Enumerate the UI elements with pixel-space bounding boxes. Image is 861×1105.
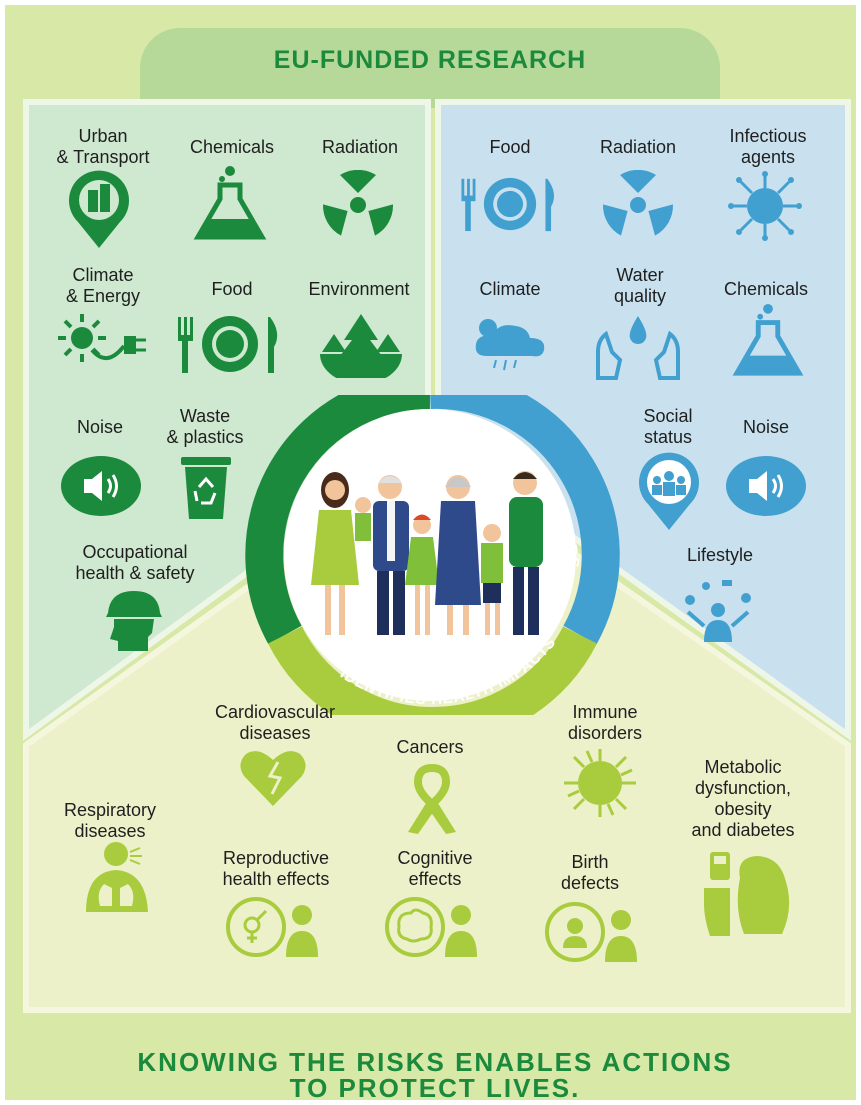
cancers-label: Cancers bbox=[396, 737, 464, 757]
water-quality-line1: Water bbox=[616, 265, 664, 285]
food-left-label: Food bbox=[211, 279, 253, 299]
birth-defects-line2: defects bbox=[560, 873, 620, 893]
social-status-line2: status bbox=[643, 427, 693, 447]
infectious-label: Infectious agents bbox=[708, 126, 828, 168]
respiratory-label: Respiratory diseases bbox=[50, 800, 170, 842]
radiation-left-label: Radiation bbox=[321, 137, 399, 157]
reproductive-line1: Reproductive bbox=[222, 848, 330, 868]
infectious-line1: Infectious bbox=[729, 126, 807, 146]
plate-cutlery-icon bbox=[178, 316, 278, 373]
noise-left-label: Noise bbox=[76, 417, 124, 437]
water-quality-line2: quality bbox=[613, 286, 667, 306]
chemicals-left-label: Chemicals bbox=[189, 137, 275, 157]
plate-cutlery-blue-icon bbox=[461, 177, 555, 232]
people-pin-icon bbox=[639, 452, 699, 530]
metabolic-line4: and diabetes bbox=[691, 820, 795, 840]
footer-line1: KNOWING THE RISKS ENABLES ACTIONS bbox=[137, 1047, 733, 1077]
radiation-right-label: Radiation bbox=[599, 137, 677, 157]
lungs-person-icon bbox=[86, 842, 148, 912]
page-title: EU-FUNDED RESEARCH bbox=[273, 46, 587, 74]
climate-label: Climate bbox=[479, 279, 541, 299]
occupational-line1: Occupational bbox=[82, 542, 188, 562]
footer-line2: TO PROTECT LIVES. bbox=[289, 1073, 581, 1103]
immune-line2: disorders bbox=[567, 723, 643, 743]
cardio-line2: diseases bbox=[239, 723, 311, 743]
respiratory-line1: Respiratory bbox=[63, 800, 157, 820]
cognitive-line2: effects bbox=[408, 869, 462, 889]
virus-icon bbox=[728, 171, 802, 241]
juggling-person-icon bbox=[685, 580, 751, 642]
food-right-label: Food bbox=[489, 137, 531, 157]
cardio-label: Cardiovascular diseases bbox=[190, 702, 360, 744]
sun-plug-icon bbox=[58, 314, 146, 362]
radiation-blue-icon bbox=[603, 170, 673, 236]
environment-label: Environment bbox=[308, 279, 410, 299]
broken-heart-icon bbox=[240, 751, 306, 806]
speaker-icon bbox=[61, 456, 141, 516]
water-quality-label: Water quality bbox=[585, 265, 695, 307]
climate-energy-label: Climate & Energy bbox=[38, 265, 168, 307]
immune-cell-icon bbox=[564, 749, 636, 817]
chemicals-right-label: Chemicals bbox=[723, 279, 809, 299]
urban-transport-label: Urban & Transport bbox=[38, 126, 168, 168]
cardio-line1: Cardiovascular bbox=[214, 702, 336, 722]
occupational-label: Occupational health & safety bbox=[45, 542, 225, 584]
brain-doctor-icon bbox=[385, 897, 477, 957]
birth-defects-line1: Birth bbox=[571, 852, 609, 872]
birth-defects-label: Birth defects bbox=[540, 852, 640, 894]
social-status-line1: Social bbox=[643, 406, 693, 426]
climate-energy-line1: Climate bbox=[72, 265, 134, 285]
glucose-meter-icon bbox=[704, 852, 790, 936]
social-status-label: Social status bbox=[618, 406, 718, 448]
reproductive-line2: health effects bbox=[222, 869, 330, 889]
gender-doctor-icon bbox=[226, 897, 318, 957]
metabolic-line1: Metabolic bbox=[704, 757, 782, 777]
baby-doctor-icon bbox=[545, 902, 637, 962]
radiation-icon bbox=[323, 170, 393, 236]
cognitive-label: Cognitive effects bbox=[375, 848, 495, 890]
infectious-line2: agents bbox=[740, 147, 796, 167]
cognitive-line1: Cognitive bbox=[397, 848, 473, 868]
hands-water-drop-icon bbox=[596, 316, 680, 380]
metabolic-line2: dysfunction, bbox=[694, 778, 792, 798]
climate-energy-line2: & Energy bbox=[65, 286, 141, 306]
lifestyle-label: Lifestyle bbox=[686, 545, 754, 565]
city-pin-icon bbox=[69, 170, 129, 248]
immune-line1: Immune bbox=[572, 702, 638, 722]
occupational-line2: health & safety bbox=[75, 563, 195, 583]
cloud-rain-icon bbox=[475, 319, 545, 371]
forest-icon bbox=[320, 314, 402, 378]
metabolic-label: Metabolic dysfunction, obesity and diabe… bbox=[668, 757, 818, 841]
respiratory-line2: diseases bbox=[74, 821, 146, 841]
metabolic-line3: obesity bbox=[714, 799, 772, 819]
noise-right-label: Noise bbox=[742, 417, 790, 437]
waste-plastics-line1: Waste bbox=[179, 406, 231, 426]
urban-transport-line2: & Transport bbox=[56, 147, 150, 167]
header-tab bbox=[140, 28, 720, 108]
waste-plastics-line2: & plastics bbox=[166, 427, 244, 447]
reproductive-label: Reproductive health effects bbox=[196, 848, 356, 890]
waste-plastics-label: Waste & plastics bbox=[150, 406, 260, 448]
hardhat-head-icon bbox=[106, 591, 162, 651]
flask-icon bbox=[193, 166, 267, 240]
immune-label: Immune disorders bbox=[535, 702, 675, 744]
speaker-blue-icon bbox=[726, 456, 806, 516]
urban-transport-line1: Urban bbox=[78, 126, 128, 146]
ribbon-icon bbox=[408, 764, 456, 834]
flask-blue-icon bbox=[732, 303, 804, 376]
family-illustration bbox=[311, 471, 543, 635]
stressors-panel bbox=[435, 99, 851, 741]
recycle-bin-icon bbox=[181, 457, 231, 519]
